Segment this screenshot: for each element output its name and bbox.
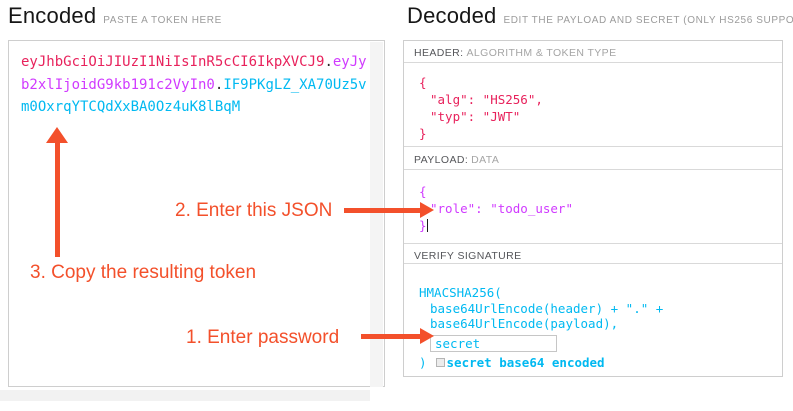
arrow-right-head-icon <box>420 202 434 218</box>
closing-paren: ) <box>419 354 427 370</box>
decoded-panel: HEADER:ALGORITHM & TOKEN TYPE { "alg": "… <box>403 40 783 377</box>
horizontal-scrollbar[interactable] <box>0 390 370 401</box>
token-payload-segment: eyJyb2xlIjoidG9kb191c2VyIn0 <box>21 54 367 93</box>
decoded-title: Decoded <box>407 3 497 28</box>
token-separator-dot: . <box>214 76 224 93</box>
arrow-right-icon <box>361 334 422 339</box>
annotation-step1-label: 1. Enter password <box>186 327 340 348</box>
verify-signature-section-bar: VERIFY SIGNATURE <box>404 243 782 264</box>
payload-json-line: "role": "todo_user" <box>430 201 573 216</box>
header-section-bar: HEADER:ALGORITHM & TOKEN TYPE <box>404 41 782 63</box>
header-json-line: "alg": "HS256", <box>430 92 543 107</box>
payload-section-bar: PAYLOAD:DATA <box>404 146 782 170</box>
header-json-line: } <box>419 126 427 141</box>
signature-code-line: base64UrlEncode(payload), <box>430 316 619 331</box>
arrow-right-head-icon <box>420 328 434 344</box>
secret-base64-checkbox-label[interactable]: secret base64 encoded <box>446 354 605 370</box>
annotation-step3-label: 3. Copy the resulting token <box>30 262 257 283</box>
jwt-token-text[interactable]: eyJhbGciOiJIUzI1NiIsInR5cCI6IkpXVCJ9.eyJ… <box>21 51 369 119</box>
header-json-line: { <box>419 75 427 90</box>
payload-section-label: PAYLOAD: <box>414 154 469 166</box>
secret-base64-checkbox[interactable] <box>435 357 445 367</box>
secret-input[interactable] <box>430 334 557 352</box>
annotation-step2-label: 2. Enter this JSON <box>175 200 333 221</box>
encoded-token-box[interactable]: eyJhbGciOiJIUzI1NiIsInR5cCI6IkpXVCJ9.eyJ… <box>8 40 385 387</box>
payload-section-label-detail: DATA <box>471 154 500 166</box>
token-signature-segment: IF9PKgLZ_XA70Uz5vm0OxrqYTCQdXxBA0Oz4uK8l… <box>21 76 367 116</box>
signature-closing-line: ) secret base64 encoded <box>404 355 782 371</box>
header-json-editor[interactable]: { "alg": "HS256", "typ": "JWT" } <box>404 63 782 146</box>
verify-signature-label: VERIFY SIGNATURE <box>414 250 522 262</box>
arrow-right-icon <box>344 208 422 213</box>
payload-json-editor[interactable]: { "role": "todo_user" } <box>404 170 782 243</box>
token-header-segment: eyJhbGciOiJIUzI1NiIsInR5cCI6IkpXVCJ9 <box>21 54 325 70</box>
signature-code-line: HMACSHA256( <box>419 285 502 300</box>
token-separator-dot: . <box>324 54 333 70</box>
verify-signature-editor: HMACSHA256( base64UrlEncode(header) + ".… <box>404 264 782 377</box>
header-section-label-detail: ALGORITHM & TOKEN TYPE <box>466 47 617 59</box>
vertical-scrollbar[interactable] <box>370 42 383 387</box>
header-section-label: HEADER: <box>414 47 464 59</box>
decoded-subtitle: EDIT THE PAYLOAD AND SECRET (ONLY HS256 … <box>503 15 793 26</box>
payload-json-line: } <box>419 218 428 233</box>
payload-json-line: { <box>419 184 427 199</box>
decoded-heading: Decoded EDIT THE PAYLOAD AND SECRET (ONLY… <box>407 3 793 29</box>
encoded-subtitle: PASTE A TOKEN HERE <box>103 15 222 26</box>
text-cursor-caret <box>426 219 428 232</box>
arrow-up-icon <box>55 141 60 257</box>
arrow-up-head-icon <box>46 127 68 143</box>
encoded-title: Encoded <box>8 3 97 28</box>
signature-code-line: base64UrlEncode(header) + "." + <box>430 300 664 316</box>
header-json-line: "typ": "JWT" <box>430 109 521 124</box>
encoded-heading: Encoded PASTE A TOKEN HERE <box>8 3 222 29</box>
